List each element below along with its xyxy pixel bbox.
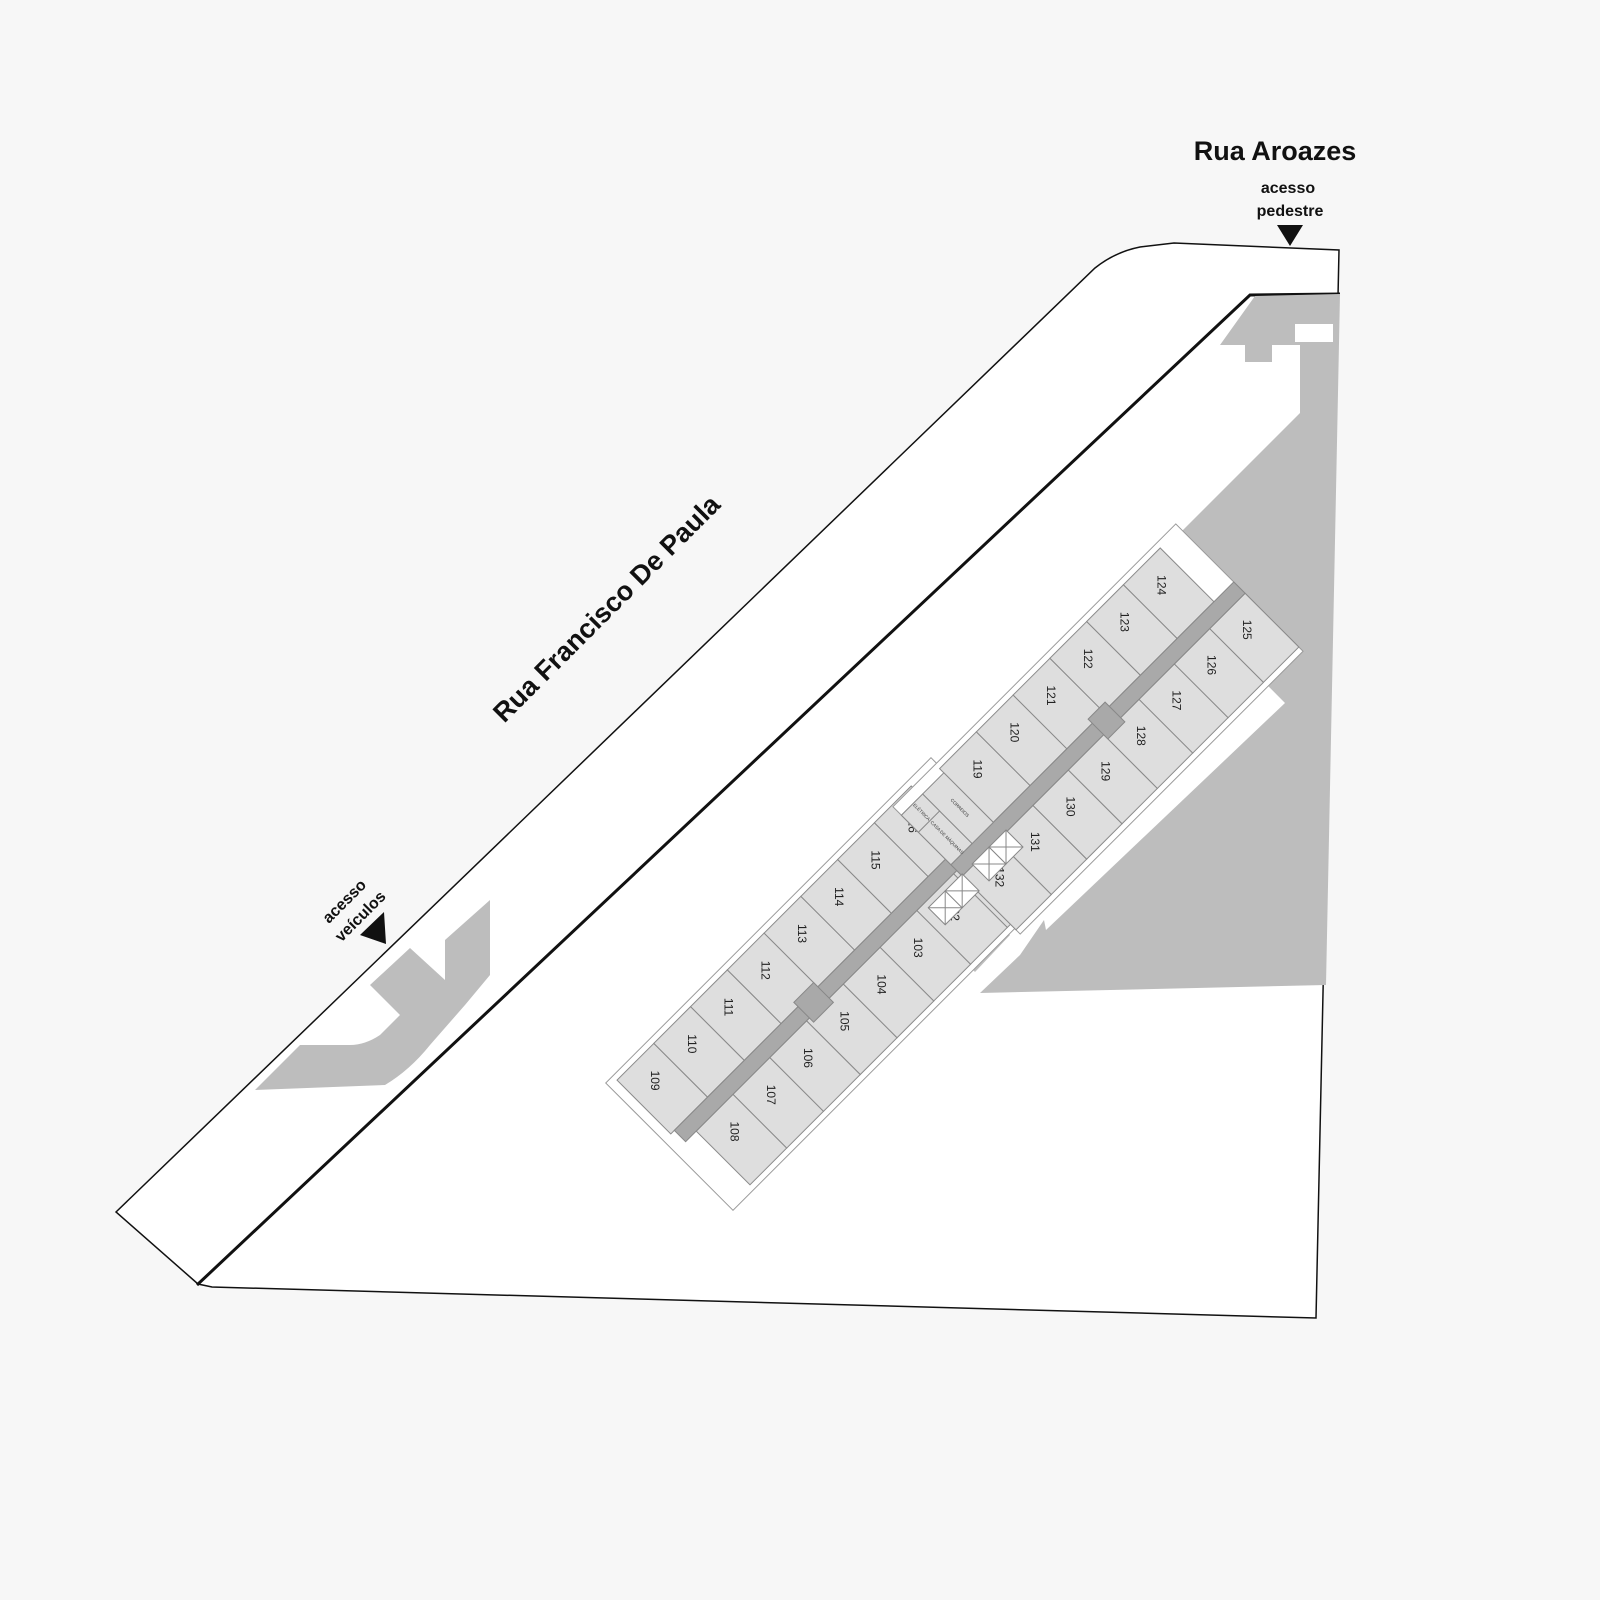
unit-label-123: 123 bbox=[1118, 612, 1132, 632]
unit-label-109: 109 bbox=[648, 1071, 662, 1091]
unit-label-114: 114 bbox=[832, 887, 846, 906]
circulation-boxes bbox=[927, 829, 1024, 926]
unit-label-126: 126 bbox=[1205, 655, 1219, 675]
pedestrian-access-line1: acesso bbox=[1261, 180, 1315, 197]
unit-label-127: 127 bbox=[1169, 690, 1183, 710]
road-edge-line bbox=[195, 292, 1341, 1287]
vehicle-driveway bbox=[255, 900, 490, 1090]
service-rooms: ELÉTRICA CORREIOS CASA DE MÁQUINAS bbox=[900, 772, 995, 866]
unit-label-108: 108 bbox=[727, 1121, 741, 1141]
unit-label-111: 111 bbox=[722, 998, 736, 1017]
unit-label-128: 128 bbox=[1134, 726, 1148, 746]
pedestrian-access-arrow bbox=[1277, 225, 1303, 246]
unit-label-107: 107 bbox=[764, 1085, 778, 1105]
unit-label-112: 112 bbox=[758, 961, 772, 980]
vehicle-access: acesso veículos bbox=[320, 876, 390, 945]
unit-label-115: 115 bbox=[869, 850, 883, 869]
unit-label-103: 103 bbox=[911, 938, 925, 958]
unit-label-110: 110 bbox=[685, 1034, 699, 1053]
vehicle-access-arrow bbox=[360, 912, 386, 944]
paved-area-right bbox=[980, 294, 1340, 993]
building-lower-wing: 109110111112113114115116 108107106105104… bbox=[605, 757, 1059, 1211]
pedestrian-access-line2: pedestre bbox=[1257, 203, 1324, 220]
unit-label-119: 119 bbox=[971, 759, 985, 778]
unit-label-113: 113 bbox=[795, 924, 809, 943]
unit-label-121: 121 bbox=[1044, 685, 1058, 705]
unit-label-106: 106 bbox=[801, 1048, 815, 1068]
unit-label-104: 104 bbox=[874, 974, 888, 994]
unit-label-124: 124 bbox=[1154, 575, 1168, 595]
pedestrian-access: acesso pedestre bbox=[1257, 180, 1324, 246]
unit-label-131: 131 bbox=[1028, 832, 1042, 852]
unit-label-130: 130 bbox=[1063, 796, 1077, 816]
unit-label-125: 125 bbox=[1240, 620, 1254, 640]
unit-label-129: 129 bbox=[1099, 761, 1113, 781]
street-label-top: Rua Aroazes bbox=[1194, 136, 1357, 166]
unit-label-105: 105 bbox=[838, 1011, 852, 1031]
unit-label-120: 120 bbox=[1007, 722, 1021, 742]
unit-label-122: 122 bbox=[1081, 649, 1095, 669]
